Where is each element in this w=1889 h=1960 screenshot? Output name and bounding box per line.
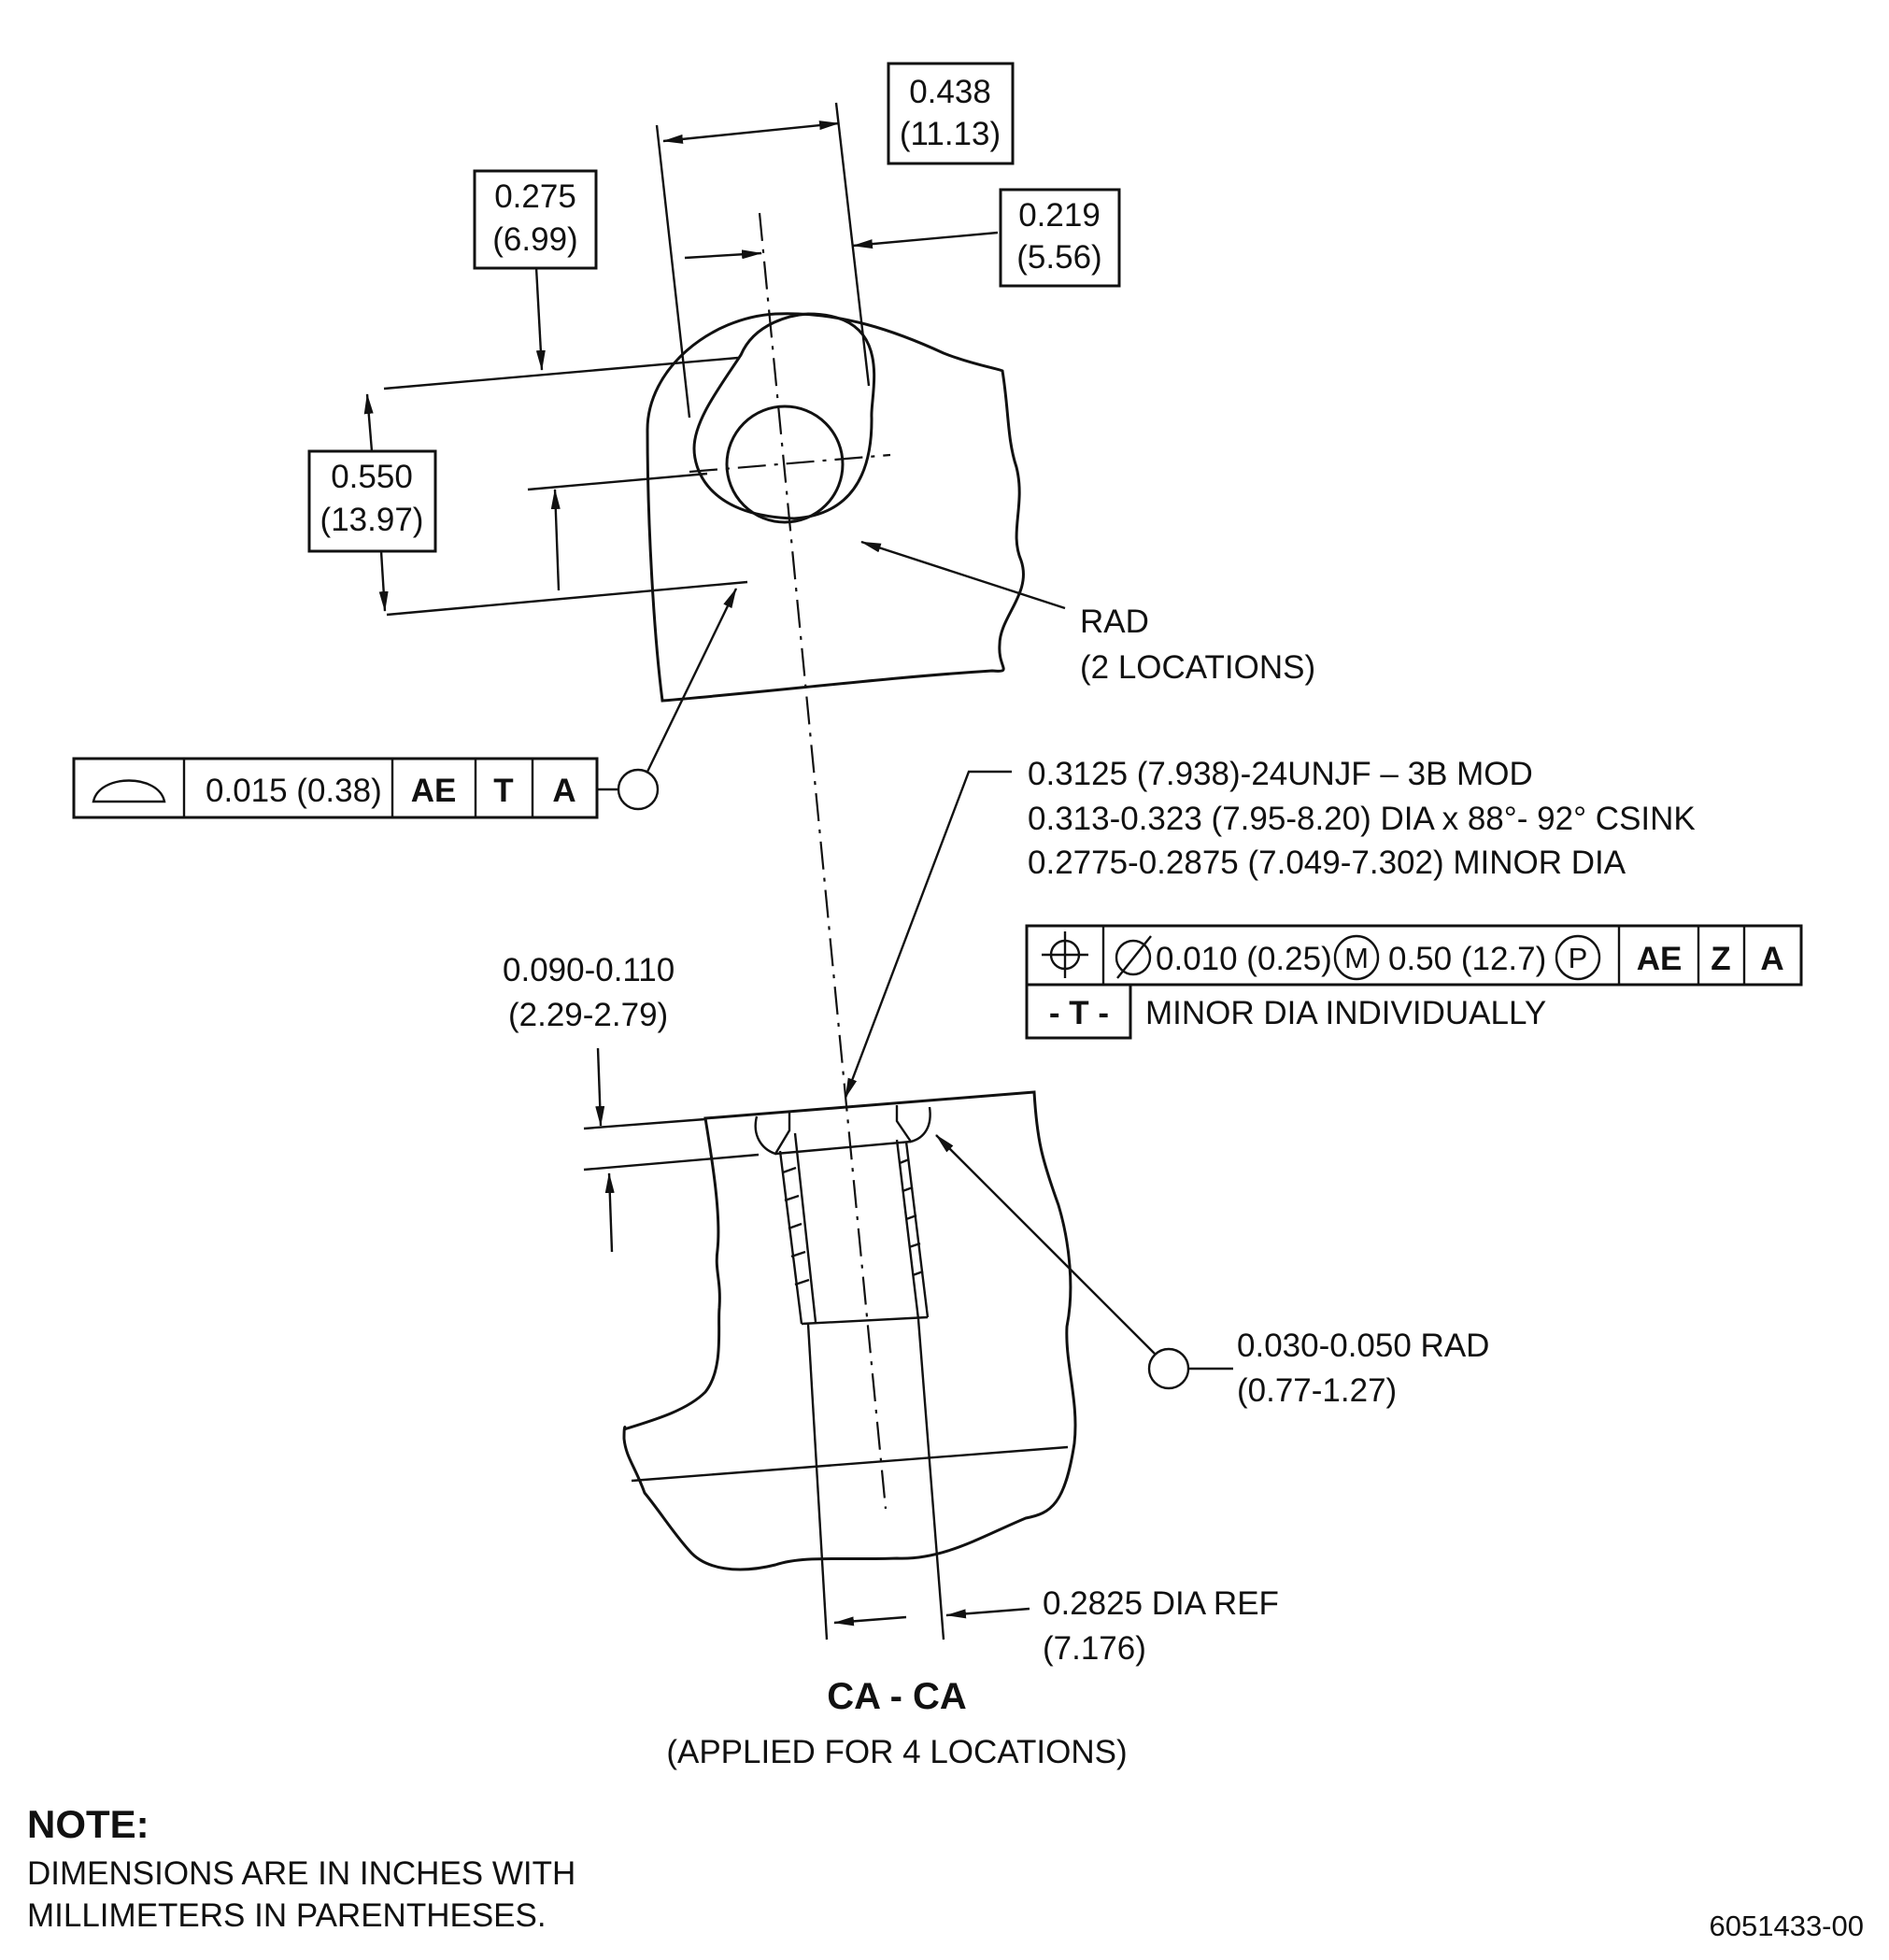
ref-dia-leader <box>945 1607 1030 1619</box>
dim-550-bottom-arrow <box>378 550 389 612</box>
position-fcf-modifier: M <box>1344 942 1369 974</box>
position-icon <box>1042 931 1088 978</box>
profile-fcf-datum-3: A <box>552 773 575 809</box>
depth-dim-line1: 0.090-0.110 <box>503 952 675 988</box>
position-fcf-tolerance: 0.010 (0.25) <box>1156 941 1332 977</box>
position-fcf-datum-2: Z <box>1711 941 1730 977</box>
dim-219-mm: (5.56) <box>1016 239 1101 276</box>
profile-fcf-datum-1: AE <box>411 773 457 809</box>
position-fcf: 0.010 (0.25) M 0.50 (12.7) P AE Z A - T … <box>1025 924 1803 1040</box>
profile-leader <box>646 588 738 773</box>
rad-leader <box>860 540 1066 610</box>
profile-leader-dot <box>617 768 660 811</box>
dim-219-box <box>999 188 1121 288</box>
lug-outline <box>646 312 1025 703</box>
ref-dia-line2: (7.176) <box>1043 1630 1146 1667</box>
position-fcf-datum-3: A <box>1760 941 1783 977</box>
ref-dia-line1: 0.2825 DIA REF <box>1043 1585 1279 1622</box>
thread-callout-line1: 0.3125 (7.938)-24UNJF – 3B MOD <box>1028 756 1533 792</box>
dim-275-in: 0.275 <box>494 178 576 215</box>
rad-label-line1: RAD <box>1080 604 1149 640</box>
projected-modifier-circle <box>1555 934 1601 981</box>
dim-438-box <box>887 62 1015 165</box>
dim-438-in: 0.438 <box>909 74 991 110</box>
edge-rad-line2: (0.77-1.27) <box>1237 1372 1397 1409</box>
rad-label-line2: (2 LOCATIONS) <box>1080 649 1315 686</box>
dim-275-box <box>473 169 598 270</box>
hole-center-horizontal <box>689 453 891 474</box>
datum-feature-t: - T - <box>1049 995 1109 1031</box>
edge-rad-line1: 0.030-0.050 RAD <box>1237 1328 1489 1364</box>
top-view: 0.438 (11.13) 0.219 (5.56) 0.275 (6.99) … <box>307 62 1315 1510</box>
thread-hatch <box>782 1158 924 1286</box>
position-fcf-datum-1: AE <box>1637 941 1683 977</box>
csink-right <box>895 1105 931 1143</box>
ref-dia-left-arrow <box>833 1615 907 1626</box>
thread-leader <box>844 770 1012 1099</box>
dim-550-top-arrow <box>363 393 374 452</box>
dim-219-in: 0.219 <box>1018 197 1101 234</box>
hole-circle <box>725 405 845 524</box>
section-outline <box>622 1090 1077 1571</box>
dim-550-in: 0.550 <box>331 459 413 495</box>
figure-id: 6051433-00 <box>1710 1910 1865 1942</box>
position-fcf-projected-modifier: P <box>1569 942 1588 974</box>
mmc-modifier-circle <box>1333 934 1380 981</box>
dim-550-mm: (13.97) <box>320 502 424 538</box>
note-heading: NOTE: <box>27 1802 149 1846</box>
profile-fcf-datum-2: T <box>493 773 513 809</box>
csink-left <box>754 1112 791 1156</box>
section-view: 0.090-0.110 (2.29-2.79) 0.030-0.050 RAD … <box>503 952 1489 1667</box>
note-line1: DIMENSIONS ARE IN INCHES WITH <box>27 1855 575 1892</box>
surface-profile-icon <box>92 779 166 803</box>
counterbore-oval <box>692 312 876 520</box>
edge-rad-leader <box>935 1134 1157 1356</box>
dim-219-leader <box>852 231 999 249</box>
datum-feature-note: MINOR DIA INDIVIDUALLY <box>1145 995 1546 1031</box>
dim-550-box <box>307 449 437 553</box>
profile-fcf-value: 0.015 (0.38) <box>206 773 382 809</box>
dim-219-left-arrow <box>684 249 762 260</box>
dim-275-mm: (6.99) <box>492 221 577 258</box>
thread-callout-line3: 0.2775-0.2875 (7.049-7.302) MINOR DIA <box>1028 845 1626 881</box>
section-subtitle: (APPLIED FOR 4 LOCATIONS) <box>666 1734 1127 1770</box>
hole-center-vertical <box>758 212 888 1510</box>
depth-bottom-arrow <box>604 1172 615 1253</box>
profile-fcf: 0.015 (0.38) AE T A <box>72 588 738 819</box>
position-fcf-projected: 0.50 (12.7) <box>1388 941 1546 977</box>
dim-438-mm: (11.13) <box>900 116 1001 152</box>
dim-438-line <box>662 121 840 144</box>
thread-callout-line2: 0.313-0.323 (7.95-8.20) DIA x 88°- 92° C… <box>1028 801 1696 837</box>
note-line2: MILLIMETERS IN PARENTHESES. <box>27 1897 547 1934</box>
depth-top-arrow <box>595 1047 605 1127</box>
depth-dim-line2: (2.29-2.79) <box>508 997 668 1033</box>
diameter-icon <box>1115 935 1152 979</box>
thread-callout: 0.3125 (7.938)-24UNJF – 3B MOD 0.313-0.3… <box>844 756 1696 1099</box>
dim-275-lower-arrow <box>550 489 561 591</box>
section-title: CA - CA <box>827 1676 967 1717</box>
dim-275-arrow <box>534 266 546 371</box>
